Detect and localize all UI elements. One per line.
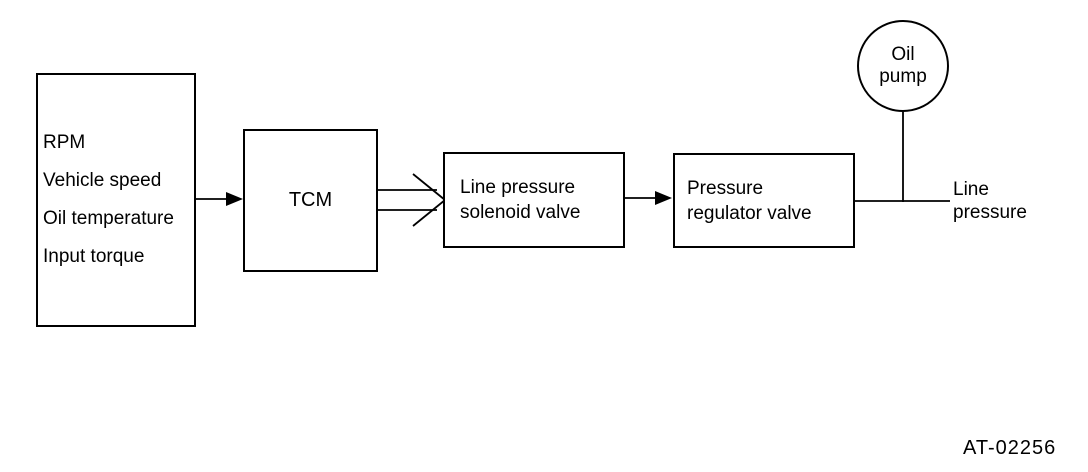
input-signal-oil-temperature: Oil temperature (43, 208, 174, 229)
tcm-label: TCM (288, 189, 333, 211)
input-signal-vehicle-speed: Vehicle speed (43, 170, 162, 191)
input-signal-rpm: RPM (43, 132, 86, 153)
oil-pump-circle: Oil pump (857, 20, 949, 112)
line-pressure-output-label: Line pressure (953, 178, 1027, 224)
input-signal-input-torque: Input torque (43, 246, 145, 267)
line-pressure-solenoid-valve-box: Line pressure solenoid valve (443, 152, 625, 248)
regulator-box-label-line1: Pressure (687, 177, 764, 199)
output-label-line2: pressure (953, 202, 1027, 223)
solenoid-box-label-line2: solenoid valve (460, 202, 581, 223)
input-to-tcm-arrow (196, 192, 243, 206)
input-signals-box: RPM Vehicle speed Oil temperature Input … (36, 73, 196, 327)
regulator-box-label-line2: regulator valve (687, 202, 812, 224)
solenoid-box-label-line1: Line pressure (460, 177, 576, 198)
tcm-to-solenoid-double-arrow (378, 173, 446, 227)
figure-code: AT-02256 (963, 437, 1057, 459)
pressure-regulator-valve-box: Pressure regulator valve (673, 153, 855, 248)
solenoid-to-regulator-arrow (625, 191, 672, 205)
oil-pump-label-line2: pump (879, 66, 927, 87)
tcm-box: TCM (243, 129, 378, 272)
output-label-line1: Line (953, 179, 989, 200)
oil-pump-label-line1: Oil (891, 44, 915, 65)
